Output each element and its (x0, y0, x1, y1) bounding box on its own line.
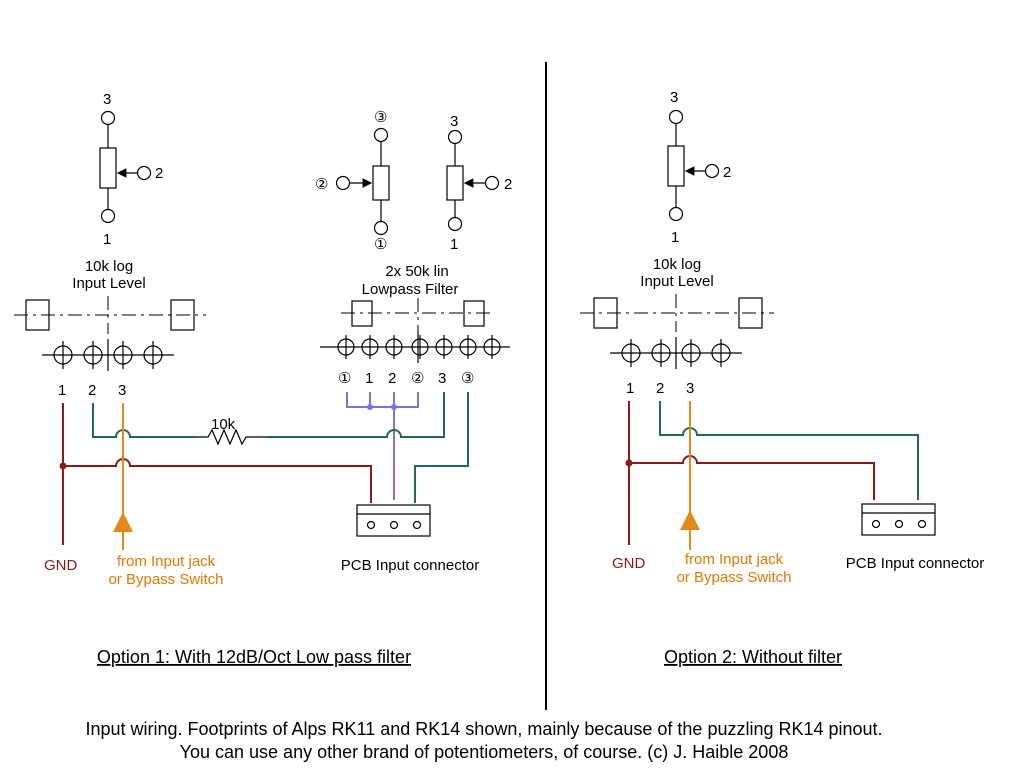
fp2-pin-b2: 2 (388, 370, 396, 387)
pin-3-label: 3 (670, 89, 678, 106)
filter-pot-b-symbol: 3 1 2 (446, 113, 512, 253)
gnd-label-opt1: GND (44, 557, 78, 574)
fp-pin-1: 1 (58, 382, 66, 399)
resistor-label: 10k (211, 416, 236, 433)
pcb-connector-opt2 (861, 503, 936, 536)
fp-pin-3: 3 (686, 380, 694, 397)
fp2-pin-a2: ② (411, 370, 424, 387)
pot-a-pin-2: ② (315, 176, 328, 193)
fp2-pin-a3: ③ (461, 370, 474, 387)
level-pot-value: 10k log (85, 258, 133, 275)
fp-pin-1: 1 (626, 380, 634, 397)
level-pot-name-opt2: Input Level (640, 273, 713, 290)
pot-b-pin-2: 2 (504, 176, 512, 193)
level-pot-symbol: 3 1 2 (99, 91, 163, 248)
pin-1-label: 1 (103, 231, 111, 248)
filter-pot-footprint: ① 1 2 ② 3 ③ (320, 298, 510, 387)
option1-title: Option 1: With 12dB/Oct Low pass filter (97, 647, 411, 667)
pin-3-label: 3 (103, 91, 111, 108)
input-label2-opt1: or Bypass Switch (108, 571, 223, 588)
wiper-link-wires (346, 392, 419, 500)
fp-pin-3: 3 (118, 382, 126, 399)
input-label1-opt1: from Input jack (117, 553, 216, 570)
fp2-pin-b3: 3 (438, 370, 446, 387)
pot-a-pin-3: ③ (374, 109, 387, 126)
gnd-label-opt2: GND (612, 555, 646, 572)
caption-line2: You can use any other brand of potentiom… (180, 742, 789, 762)
pin-2-label: 2 (723, 164, 731, 181)
fp2-pin-a1: ① (338, 370, 351, 387)
pcb-connector-opt1 (356, 504, 431, 537)
level-pot-footprint-opt2: 1 2 3 (580, 294, 774, 397)
level-pot-footprint: 1 2 3 (14, 296, 206, 399)
signal-wires-opt1 (92, 392, 469, 503)
fp-pin-2: 2 (656, 380, 664, 397)
filter-pot-value: 2x 50k lin (385, 263, 448, 280)
input-label1-opt2: from Input jack (685, 551, 784, 568)
option2-group: 3 1 2 10k log Input Level (580, 89, 984, 667)
option1-group: 3 1 2 10k log Input Level (14, 91, 512, 667)
level-pot-name: Input Level (72, 275, 145, 292)
filter-pot-a-symbol: ③ ① ② (315, 109, 390, 253)
pin-1-terminal (100, 208, 116, 224)
pot-b-pin-3: 3 (450, 113, 458, 130)
caption-line1: Input wiring. Footprints of Alps RK11 an… (85, 719, 882, 739)
fp2-pin-b1: 1 (365, 370, 373, 387)
input-label2-opt2: or Bypass Switch (676, 569, 791, 586)
fp-pin-2: 2 (88, 382, 96, 399)
pin-1-label: 1 (671, 229, 679, 246)
level-pot-symbol-opt2: 3 1 2 (667, 89, 731, 246)
level-pot-value-opt2: 10k log (653, 256, 701, 273)
signal-wires-opt2 (659, 401, 919, 500)
ground-wires-opt1 (59, 403, 372, 545)
connector-label-opt2: PCB Input connector (846, 555, 984, 572)
pin-2-terminal (136, 165, 152, 181)
option2-title: Option 2: Without filter (664, 647, 842, 667)
connector-label-opt1: PCB Input connector (341, 557, 479, 574)
pin-3-terminal (100, 110, 116, 126)
pot-body (99, 147, 117, 189)
pin-2-label: 2 (155, 165, 163, 182)
ground-wires-opt2 (625, 401, 875, 545)
pot-a-pin-1: ① (374, 236, 387, 253)
filter-pot-name: Lowpass Filter (362, 281, 459, 298)
pot-b-pin-1: 1 (450, 236, 458, 253)
